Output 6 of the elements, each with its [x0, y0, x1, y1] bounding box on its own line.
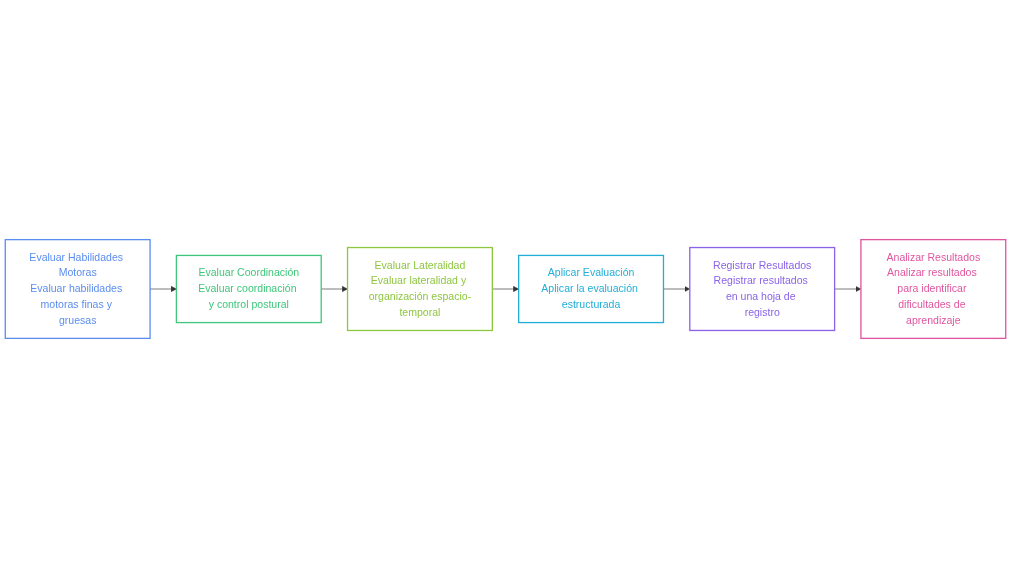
node-box: Registrar Resultados Registrar resultados en una hoja de registro [689, 246, 836, 332]
node-box: Evaluar Lateralidad Evaluar lateralidad y organización espacio-temporal [346, 246, 493, 332]
node-box: Evaluar Habilidades Motoras Evaluar habilidades motoras finas y gruesas [4, 238, 151, 340]
node-box: Analizar Resultados Analizar resultados para identificar dificultades de aprendizaje [860, 238, 1007, 340]
node-box: Evaluar Coordinación Evaluar coordinación y control postural [175, 254, 322, 324]
node-box: Aplicar Evaluación Aplicar la evaluación estructurada [518, 254, 665, 324]
